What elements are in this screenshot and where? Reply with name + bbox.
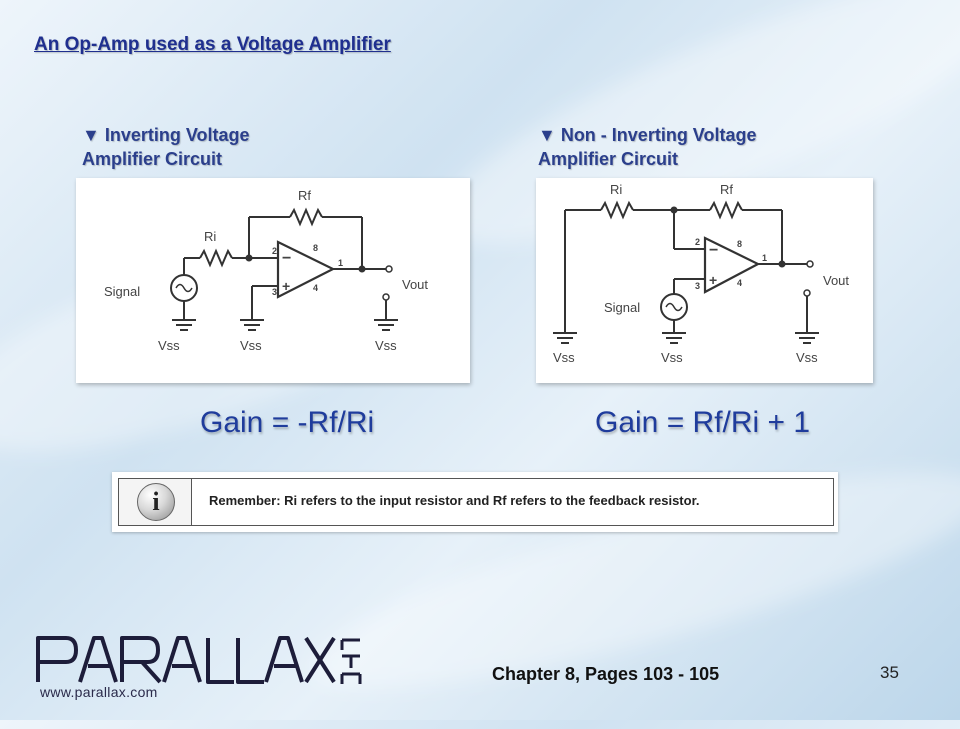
ground-symbol xyxy=(795,332,819,344)
rf-label: Rf xyxy=(720,182,733,197)
pin-2-label: 2 xyxy=(272,246,277,256)
pin-8-label: 8 xyxy=(313,243,318,253)
inverting-circuit-diagram: Rf Ri Signal Vout Vss Vss Vss 2 3 8 1 4 … xyxy=(104,188,428,353)
ground-symbol xyxy=(553,332,577,344)
junction-node xyxy=(245,254,253,262)
non-inverting-amplifier-schematic: Ri Rf Signal Vout Vss Vss Vss 2 3 8 1 4 … xyxy=(536,178,873,383)
terminal xyxy=(382,293,390,301)
junction-node xyxy=(778,260,786,268)
pin-8-label: 8 xyxy=(737,239,742,249)
junction-node xyxy=(358,265,366,273)
caption-line: ▼ Inverting Voltage xyxy=(82,125,250,145)
ri-label: Ri xyxy=(204,229,216,244)
inverting-input-sign: − xyxy=(709,242,718,259)
inverting-gain-formula: Gain = -Rf/Ri xyxy=(200,406,375,439)
inverting-input-sign: − xyxy=(282,250,291,267)
pin-1-label: 1 xyxy=(338,258,343,268)
vss-label: Vss xyxy=(661,350,683,365)
terminal xyxy=(803,289,811,297)
reminder-note: i Remember: Ri refers to the input resis… xyxy=(112,472,838,532)
ground-symbol xyxy=(662,332,686,344)
ground-symbol xyxy=(172,319,196,331)
reminder-text: Remember: Ri refers to the input resisto… xyxy=(209,493,700,508)
op-amp-symbol xyxy=(703,236,761,294)
vout-label: Vout xyxy=(823,273,849,288)
parallax-wordmark xyxy=(36,636,362,684)
ri-resistor-symbol xyxy=(600,200,634,220)
page-number: 35 xyxy=(880,663,899,682)
pin-2-label: 2 xyxy=(695,237,700,247)
parallax-logo: www.parallax.com xyxy=(30,628,370,708)
non-inverting-caption: ▼ Non - Inverting Voltage Amplifier Circ… xyxy=(538,123,757,171)
vss-label: Vss xyxy=(158,338,180,353)
non-inverting-input-sign: + xyxy=(709,272,717,288)
ri-resistor-symbol xyxy=(199,248,233,268)
non-inverting-gain-formula: Gain = Rf/Ri + 1 xyxy=(595,406,811,439)
pin-4-label: 4 xyxy=(737,278,742,288)
ground-symbol xyxy=(374,319,398,331)
chapter-reference: Chapter 8, Pages 103 - 105 xyxy=(492,664,720,684)
pin-1-label: 1 xyxy=(762,253,767,263)
vss-label: Vss xyxy=(796,350,818,365)
caption-line: Amplifier Circuit xyxy=(538,149,679,169)
vout-terminal xyxy=(385,265,393,273)
rf-resistor-symbol xyxy=(709,200,743,220)
caption-line: ▼ Non - Inverting Voltage xyxy=(538,125,757,145)
ri-label: Ri xyxy=(610,182,622,197)
inc-mark xyxy=(340,638,362,684)
vss-label: Vss xyxy=(240,338,262,353)
pin-3-label: 3 xyxy=(272,287,277,297)
junction-node xyxy=(670,206,678,214)
pin-4-label: 4 xyxy=(313,283,318,293)
signal-label: Signal xyxy=(104,284,140,299)
vss-label: Vss xyxy=(553,350,575,365)
inverting-amplifier-schematic: Rf Ri Signal Vout Vss Vss Vss 2 3 8 1 4 … xyxy=(76,178,470,383)
reminder-note-frame: i Remember: Ri refers to the input resis… xyxy=(118,478,834,526)
vss-label: Vss xyxy=(375,338,397,353)
caption-line: Amplifier Circuit xyxy=(82,149,223,169)
rf-resistor-symbol xyxy=(289,207,323,227)
vout-label: Vout xyxy=(402,277,428,292)
sine-wave-icon xyxy=(175,283,193,293)
slide-title: An Op-Amp used as a Voltage Amplifier xyxy=(34,34,391,55)
ground-symbol xyxy=(240,319,264,331)
vout-terminal xyxy=(806,260,814,268)
non-inverting-circuit-diagram: Ri Rf Signal Vout Vss Vss Vss 2 3 8 1 4 … xyxy=(553,182,849,365)
op-amp-symbol xyxy=(276,240,336,299)
signal-label: Signal xyxy=(604,300,640,315)
sine-wave-icon xyxy=(665,302,683,312)
pin-3-label: 3 xyxy=(695,281,700,291)
parallax-url: www.parallax.com xyxy=(40,684,158,700)
rf-label: Rf xyxy=(298,188,311,203)
info-icon: i xyxy=(137,483,175,521)
non-inverting-input-sign: + xyxy=(282,278,290,294)
note-icon-cell: i xyxy=(119,479,192,525)
inverting-caption: ▼ Inverting Voltage Amplifier Circuit xyxy=(82,123,250,171)
